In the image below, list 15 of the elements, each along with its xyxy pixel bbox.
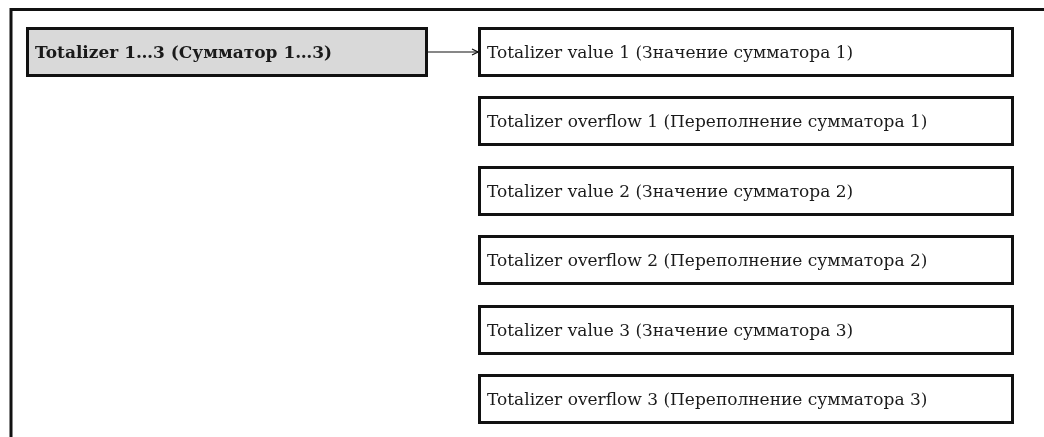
arrow bbox=[427, 48, 479, 56]
parameter-box bbox=[478, 96, 1014, 147]
menu-box bbox=[26, 27, 428, 77]
parameter-box bbox=[478, 165, 1014, 216]
box-label: Totalizer 1…3 (Сумматор 1…3) bbox=[35, 42, 333, 62]
box-label: Totalizer overflow 3 (Переполнение сумматора 3) bbox=[487, 389, 928, 409]
parameter-box bbox=[478, 27, 1014, 77]
parameter-box bbox=[478, 304, 1014, 355]
parameter-box bbox=[478, 374, 1014, 424]
parameter-box bbox=[478, 235, 1014, 286]
box-label: Totalizer overflow 1 (Переполнение сумматора 1) bbox=[487, 111, 928, 132]
box-label: Totalizer overflow 2 (Переполнение сумматора 2) bbox=[487, 250, 928, 271]
box-label: Totalizer value 3 (Значение сумматора 3) bbox=[487, 319, 854, 340]
box-label: Totalizer value 1 (Значение сумматора 1) bbox=[487, 42, 854, 62]
box-label: Totalizer value 2 (Значение сумматора 2) bbox=[487, 180, 854, 201]
